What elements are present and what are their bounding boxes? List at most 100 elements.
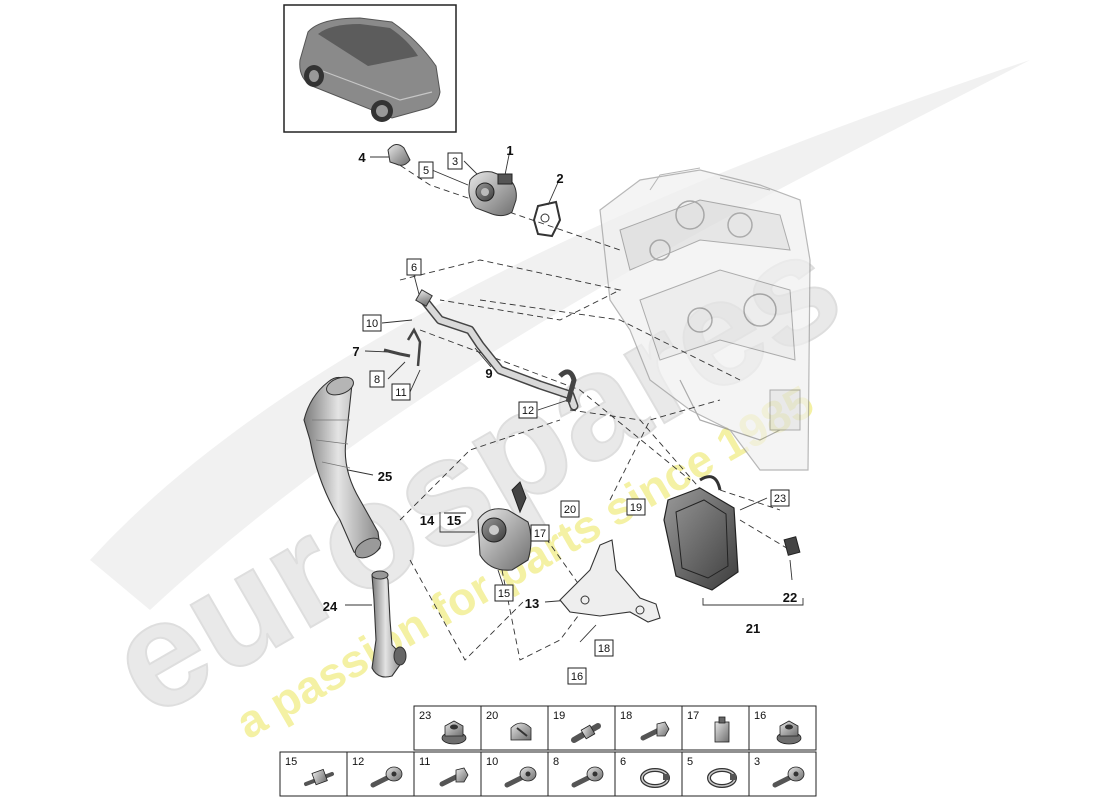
legend-cell-10: 10 [480,751,549,797]
callout-17: 17 [530,524,550,542]
part-7-fitting [383,348,411,358]
callout-11: 11 [391,383,411,401]
callout-label: 6 [411,262,417,274]
callout-24: 24 [323,599,338,614]
legend-cell-20: 20 [480,705,549,751]
callout-16: 16 [567,667,587,685]
callout-label: 15 [498,588,510,600]
callout-label: 2 [556,171,563,186]
legend-cell-number: 8 [553,756,559,768]
legend-cell-number: 16 [754,710,766,722]
callout-label: 4 [358,150,366,165]
legend-cell-number: 17 [687,710,699,722]
callout-6: 6 [406,258,422,276]
callout-label: 10 [366,318,378,330]
legend-cell-23: 23 [413,705,482,751]
callout-19: 19 [626,498,646,516]
callout-label: 8 [374,374,380,386]
callout-10: 10 [362,314,382,332]
callout-label: 16 [571,671,583,683]
part-1-pump [468,171,517,217]
legend-cell-number: 20 [486,710,498,722]
callout-7: 7 [352,344,359,359]
torx-bolt-icon [772,766,805,788]
stud-bolt-icon [571,723,601,743]
hose-clamp-icon [707,768,737,788]
hex-nut-flanged-icon [441,720,467,745]
callout-label: 22 [783,590,797,605]
callout-label: 7 [352,344,359,359]
callout-label: 15 [447,513,461,528]
callout-label: 5 [423,165,429,177]
watermark-swoosh [90,60,1030,610]
callout-label: 23 [774,493,786,505]
callout-15: 15 [447,513,461,528]
hex-nut-flanged-icon [776,720,802,745]
hex-bolt-icon [439,767,469,787]
legend-cell-15: 15 [279,751,348,797]
car-icon [299,17,441,122]
legend-cell-6: 6 [614,751,683,797]
legend-cell-number: 11 [419,756,430,768]
callout-9: 9 [485,366,492,381]
legend-cell-5: 5 [681,751,750,797]
part-22-sensor [783,536,801,556]
part-8-bracket [406,327,422,367]
part-14-electric-pump [477,481,532,571]
legend-cell-3: 3 [748,751,817,797]
part-21-control-unit [663,475,739,591]
sensor-plug-icon [304,768,334,786]
callout-21: 21 [746,621,760,636]
callout-label: 18 [598,643,610,655]
callout-14: 14 [420,513,435,528]
callout-label: 25 [378,469,392,484]
callout-12: 12 [518,401,538,419]
legend-cell-number: 23 [419,710,431,722]
callout-label: 24 [323,599,338,614]
part-25-air-duct [303,376,382,559]
guide-lines [391,159,791,661]
torx-bolt-icon [571,766,604,788]
callout-3: 3 [447,152,463,170]
legend-cell-18: 18 [614,705,683,751]
callout-20: 20 [560,500,580,518]
callout-label: 9 [485,366,492,381]
callout-22: 22 [783,590,797,605]
callout-label: 17 [534,528,546,540]
callout-23: 23 [770,489,790,507]
callout-label: 19 [630,502,642,514]
callout-15: 15 [494,584,514,602]
callout-label: 20 [564,504,576,516]
legend-cell-16: 16 [748,705,817,751]
callout-label: 11 [395,387,406,399]
legend-cell-number: 15 [285,756,297,768]
torx-bolt-icon [504,766,537,788]
callout-label: 13 [525,596,539,611]
legend-cell-17: 17 [681,705,750,751]
cap-nut-icon [510,722,532,741]
callout-2: 2 [556,171,563,186]
part-9-coolant-pipe [415,289,579,411]
engine-block [599,167,811,471]
legend-cell-number: 5 [687,756,693,768]
callout-label: 21 [746,621,760,636]
legend-cell-12: 12 [346,751,415,797]
callout-label: 12 [522,405,534,417]
callout-8: 8 [369,370,385,388]
callout-5: 5 [418,161,434,179]
hose-clamp-icon [640,768,670,788]
legend-cell-number: 19 [553,710,565,722]
part-4-elbow [387,144,411,166]
part-24-hose [371,570,407,678]
legend-cell-number: 18 [620,710,632,722]
clip-icon [714,716,730,743]
callout-label: 14 [420,513,435,528]
hex-bolt-icon [640,721,670,741]
legend-cell-11: 11 [413,751,482,797]
legend-cell-number: 10 [486,756,498,768]
legend-cell-number: 3 [754,756,760,768]
legend-cell-8: 8 [547,751,616,797]
callout-label: 1 [506,143,513,158]
